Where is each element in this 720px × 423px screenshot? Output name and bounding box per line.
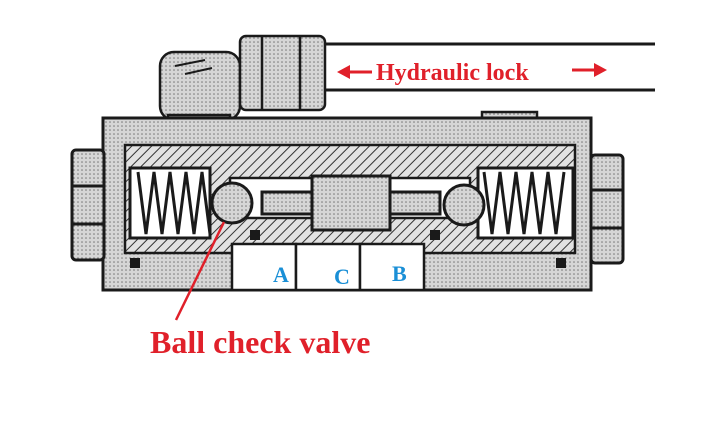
right-spring (476, 166, 575, 240)
ball-check-valve-annotation: Ball check valve (150, 221, 370, 360)
right-check-ball (442, 183, 486, 227)
left-end-nut (70, 148, 106, 262)
port-b-label: B (392, 261, 407, 286)
hydraulic-lines (320, 42, 655, 92)
left-check-ball (210, 181, 254, 225)
hydraulic-lock-label: Hydraulic lock (376, 60, 529, 86)
shuttle-piston (260, 174, 442, 232)
port-a-label: A (273, 262, 289, 287)
hydraulic-lock-annotation: Hydraulic lock (337, 60, 607, 86)
port-c-label: C (334, 264, 350, 289)
ball-check-valve-label: Ball check valve (150, 324, 370, 360)
left-spring (128, 166, 212, 240)
right-end-nut (589, 153, 625, 265)
o-ring-seals (130, 230, 566, 268)
